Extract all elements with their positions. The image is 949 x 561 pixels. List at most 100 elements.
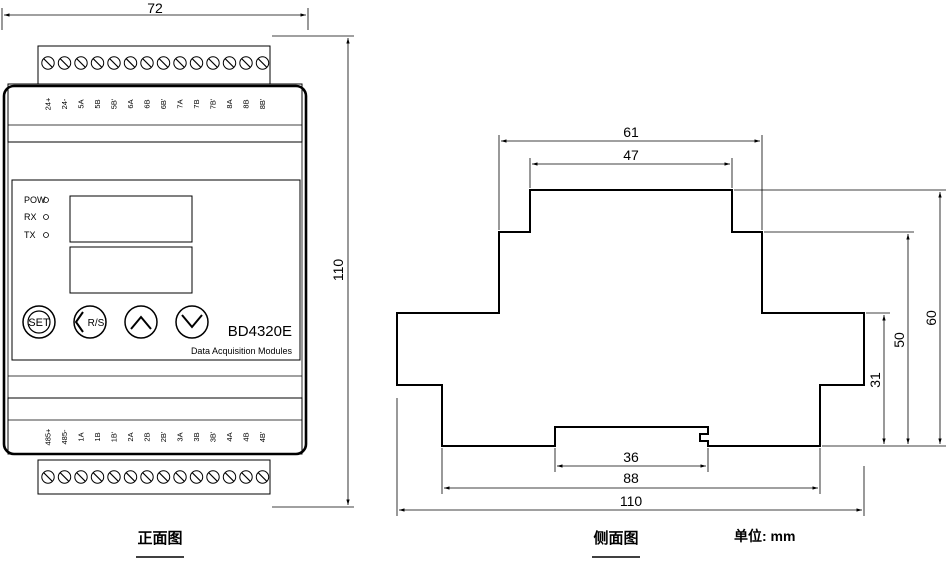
bottom-screw-icon [222,470,237,484]
bottom-terminal-label: 3A [176,432,185,441]
top-screw-icon [74,56,88,70]
unit-label: 单位: mm [734,528,795,544]
top-screw-slot [109,58,119,68]
bottom-screw-row [41,470,270,484]
bottom-terminal-label: 4A [225,432,234,441]
side-view: 61 47 36 88 110 31 50 60 侧面图 [396,124,946,558]
top-screw-slot [59,58,70,68]
bottom-screw-slot [208,472,218,482]
led-label-tx: TX [24,230,36,240]
top-screw-icon [222,56,237,70]
down-button[interactable] [175,305,209,339]
top-screw-icon [206,56,220,70]
front-body-outline [2,84,308,456]
bottom-screw-slot [43,472,53,482]
top-screw-slot [92,58,103,68]
dim-110h-label: 110 [620,493,643,509]
top-screw-slot [125,58,136,68]
top-screw-icon [255,56,270,70]
bottom-screw-icon [41,470,55,484]
top-screw-icon [156,56,171,70]
top-screw-icon [123,56,138,70]
bottom-terminal-label: 485- [60,429,69,445]
led-pow-icon [43,197,49,203]
top-screw-slot [257,58,268,68]
top-screw-slot [241,58,251,68]
chevron-down-icon [181,314,203,329]
model-name: BD4320E [228,323,292,340]
bottom-screw-slot [191,472,202,482]
top-screw-slot [224,58,235,68]
side-profile-outline [396,189,865,447]
top-terminal-label: 6B' [159,98,168,109]
bottom-screw-icon [140,470,154,484]
bottom-terminal-label: 2A [126,432,135,441]
bottom-terminal-label: 485+ [44,428,53,446]
top-terminal-label: 24- [60,98,69,109]
top-screw-row [41,56,270,70]
bottom-terminal-label: 2B' [159,431,168,442]
front-panel [11,179,301,361]
bottom-screw-icon [74,470,88,484]
top-screw-slot [158,58,169,68]
top-terminal-label: 7B [192,99,201,108]
top-screw-icon [107,56,121,70]
top-terminal-label: 5B' [110,98,119,109]
bottom-screw-icon [107,470,121,484]
dim-61-label: 61 [623,124,639,140]
top-screw-slot [175,58,185,68]
side-view-title: 侧面图 [593,529,638,547]
bottom-screw-slot [125,472,136,482]
set-button-label: SET [28,317,50,329]
rs-button[interactable]: R/S [73,305,107,339]
top-screw-icon [173,56,187,70]
bottom-screw-icon [156,470,171,484]
display-lower [69,246,193,294]
top-screw-icon [90,56,105,70]
chevron-left-icon [74,311,84,333]
dim-50-label: 50 [891,332,907,348]
bottom-screw-icon [173,470,187,484]
top-screw-icon [140,56,154,70]
bottom-terminal-label: 4B' [258,431,267,442]
dim-47-label: 47 [623,147,639,163]
bottom-screw-icon [123,470,138,484]
bottom-terminal-label: 1B [93,432,102,441]
led-tx-icon [43,232,49,238]
up-button[interactable] [124,305,158,339]
top-terminal-label: 8B [242,99,251,108]
bottom-terminal-label: 1B' [110,431,119,442]
model-subtitle: Data Acquisition Modules [191,346,293,356]
dim-60-label: 60 [923,310,939,326]
bottom-screw-slot [224,472,235,482]
led-label-rx: RX [24,212,37,222]
top-screw-slot [142,58,152,68]
bottom-terminal-label: 3B [192,432,201,441]
bottom-screw-slot [59,472,70,482]
bottom-screw-icon [57,470,72,484]
chevron-up-icon [130,315,152,330]
bottom-screw-slot [158,472,169,482]
bottom-terminal-block [37,459,271,495]
top-terminal-label: 6B [143,99,152,108]
bottom-screw-slot [257,472,268,482]
top-terminal-label: 24+ [44,97,53,110]
bottom-screw-icon [206,470,220,484]
display-upper [69,195,193,243]
top-terminal-label: 6A [126,99,135,108]
set-button[interactable]: SET [22,305,56,339]
dim-31-label: 31 [867,372,883,388]
top-screw-slot [191,58,202,68]
top-screw-icon [189,56,204,70]
bottom-terminal-label: 3B' [209,431,218,442]
top-screw-slot [43,58,53,68]
bottom-terminal-label: 4B [242,432,251,441]
front-view-title: 正面图 [137,530,182,547]
top-terminal-label: 8B' [258,98,267,109]
dim-36-label: 36 [623,449,639,465]
led-rx-icon [43,214,49,220]
top-terminal-label: 5B [93,99,102,108]
